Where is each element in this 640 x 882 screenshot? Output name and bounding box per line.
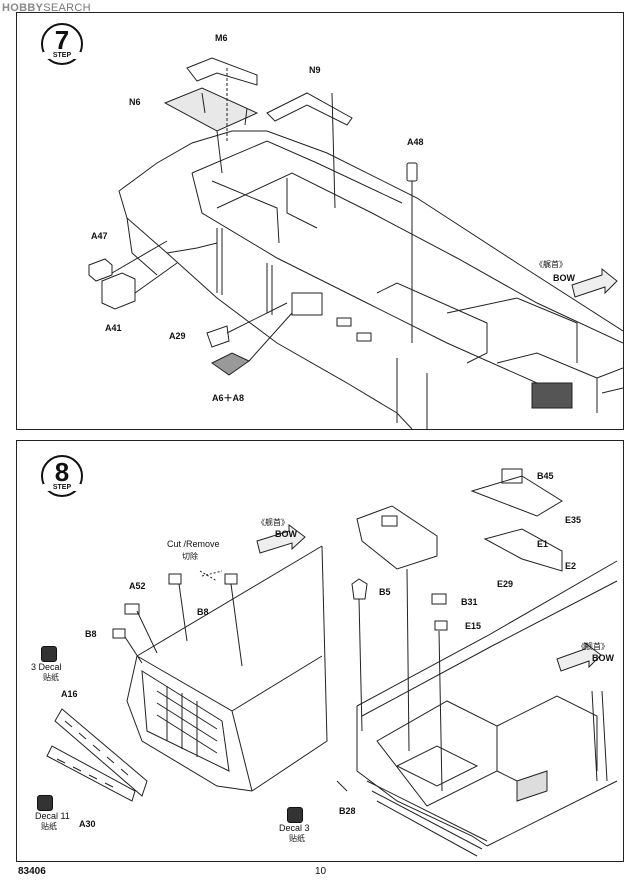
step-7-badge: 7 STEP — [41, 23, 83, 65]
part-label-a6-a8: A6＋A8 — [212, 393, 245, 403]
decal-icon — [287, 807, 303, 823]
decal-word: Decal — [279, 823, 303, 833]
bow-label-1: BOW — [275, 529, 297, 539]
step-number: 7 — [54, 25, 70, 55]
part-label-a41: A41 — [105, 323, 122, 333]
step-8-panel: 8 STEP Cut /Remove 切除 B45 E35 E1 E2 E29 … — [16, 440, 624, 862]
bow-label-cn-1: 《舰首》 — [257, 518, 289, 527]
decal-callout-left-top: 3 Decal 贴纸 — [31, 646, 62, 683]
part-label-e35: E35 — [565, 515, 582, 525]
decal-label-cn: 贴纸 — [41, 822, 57, 831]
step-8-badge: 8 STEP — [41, 455, 83, 497]
bow-label: BOW — [553, 273, 575, 283]
part-label-a47: A47 — [91, 231, 108, 241]
part-label-b28: B28 — [339, 806, 356, 816]
product-code: 83406 — [18, 866, 46, 877]
part-label-b45: B45 — [537, 471, 554, 481]
decal-number: 3 — [31, 662, 37, 672]
part-label-m6: M6 — [215, 33, 228, 43]
part-label-a16: A16 — [61, 689, 78, 699]
part-label-b8-center: B8 — [197, 607, 209, 617]
decal-label-cn: 贴纸 — [289, 834, 305, 843]
bow-label-cn: 《艉首》 — [535, 260, 567, 269]
cut-remove-label: Cut /Remove — [167, 539, 220, 549]
decal-label: 3 Decal — [31, 662, 62, 672]
step-label: STEP — [43, 52, 81, 59]
decal-icon — [41, 646, 57, 662]
watermark-brand: HOBBY — [2, 2, 44, 14]
watermark: HOBBYSEARCH — [2, 2, 91, 14]
part-label-e15: E15 — [465, 621, 482, 631]
part-label-b31: B31 — [461, 597, 478, 607]
part-label-e29: E29 — [497, 579, 514, 589]
decal-number: 11 — [60, 811, 70, 821]
bow-label-2: BOW — [592, 653, 614, 663]
step-label: STEP — [43, 484, 81, 491]
part-label-e2: E2 — [565, 561, 577, 571]
part-label-b5: B5 — [379, 587, 391, 597]
decal-word: Decal — [35, 811, 59, 821]
decal-number: 3 — [304, 823, 310, 833]
step-number: 8 — [54, 457, 70, 487]
part-label-a29: A29 — [169, 331, 186, 341]
part-label-e1: E1 — [537, 539, 549, 549]
step-7-drawing — [88, 57, 623, 429]
watermark-suffix: SEARCH — [43, 2, 91, 14]
part-label-n9: N9 — [309, 65, 321, 75]
decal-word: Decal — [38, 662, 62, 672]
page-number: 10 — [315, 866, 327, 877]
part-label-a30: A30 — [79, 819, 96, 829]
part-label-a48: A48 — [407, 137, 424, 147]
decal-callout-bottom: Decal 3 贴纸 — [279, 807, 310, 844]
decal-label-cn: 贴纸 — [43, 673, 59, 682]
decal-callout-left-bottom: Decal 11 贴纸 — [35, 795, 70, 832]
bow-label-cn-2: 《舰首》 — [577, 642, 609, 651]
part-label-n6: N6 — [129, 97, 141, 107]
part-label-a52: A52 — [129, 581, 146, 591]
decal-label: Decal 3 — [279, 823, 310, 833]
decal-icon — [37, 795, 53, 811]
step-8-drawing — [46, 468, 618, 857]
part-label-b8-left: B8 — [85, 629, 97, 639]
step-7-panel: 7 STEP M6 N6 N9 A48 A47 A41 A29 A6＋A8 《艉… — [16, 12, 624, 430]
decal-label: Decal 11 — [35, 811, 70, 821]
cut-remove-label-cn: 切除 — [182, 552, 198, 561]
